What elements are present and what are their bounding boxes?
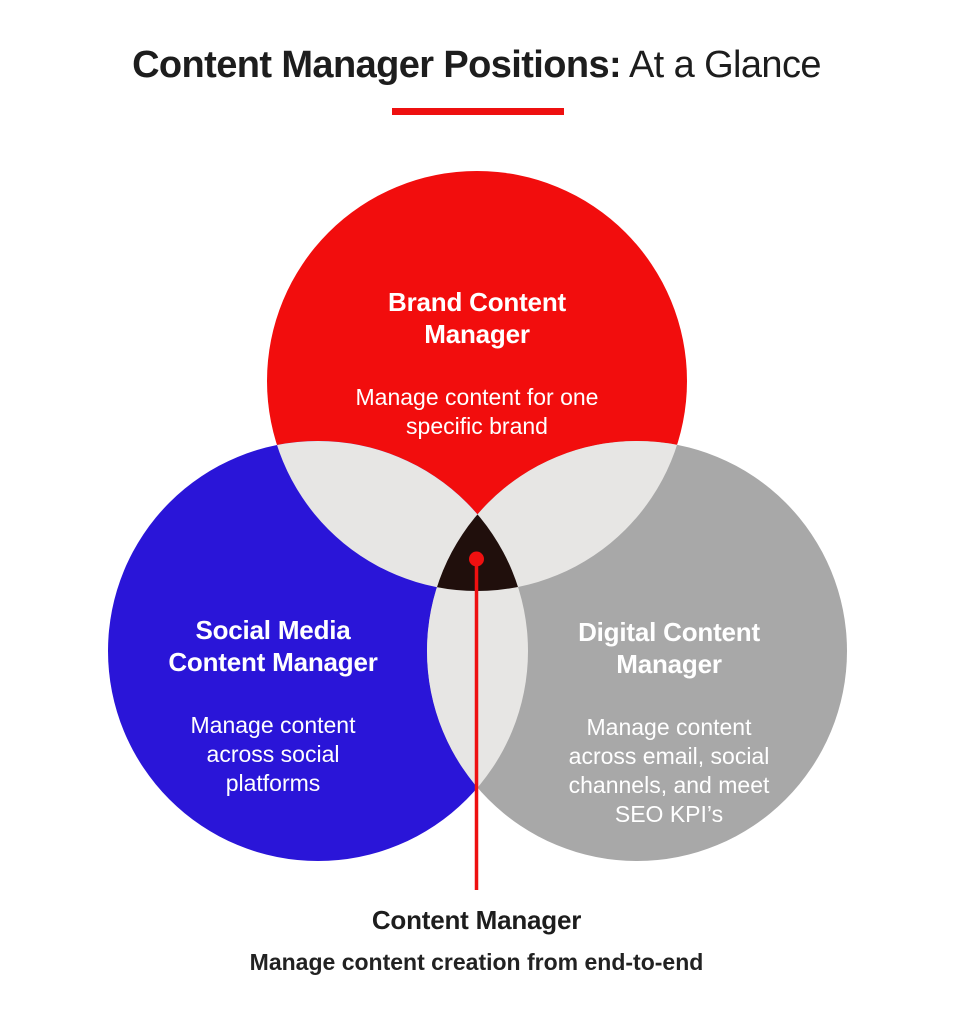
social-circle-description: Manage content across social platforms xyxy=(190,712,356,796)
center-role-description: Manage content creation from end-to-end xyxy=(249,949,704,975)
brand-digital-overlap xyxy=(427,441,687,591)
brand-circle-label: Brand Content Manager Manage content for… xyxy=(307,268,647,459)
title-underline-decoration xyxy=(392,108,564,115)
page-title-bold: Content Manager Positions: xyxy=(132,44,622,86)
brand-circle-description: Manage content for one specific brand xyxy=(355,384,599,439)
digital-circle-description: Manage content across email, social chan… xyxy=(568,714,770,827)
page-title: Content Manager Positions: At a Glance xyxy=(0,44,953,86)
center-role-title: Content Manager xyxy=(371,905,582,935)
pointer-dot xyxy=(469,551,484,567)
social-circle-title: Social Media Content Manager xyxy=(168,615,378,677)
brand-social-overlap xyxy=(267,441,528,591)
brand-circle-title: Brand Content Manager xyxy=(388,287,566,349)
page-title-regular: At a Glance xyxy=(621,44,822,86)
digital-circle-title: Digital Content Manager xyxy=(578,617,760,679)
digital-circle-label: Digital Content Manager Manage content a… xyxy=(509,598,829,847)
social-circle-label: Social Media Content Manager Manage cont… xyxy=(123,596,423,816)
